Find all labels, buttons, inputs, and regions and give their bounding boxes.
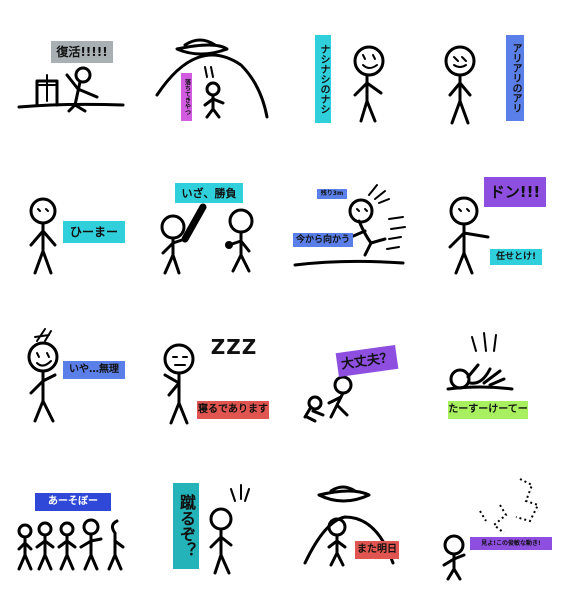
sticker-label: 今から向かう [293, 233, 353, 247]
sticker-label: いざ、勝負 [175, 183, 243, 203]
sticker-label: 蹴るぞ？ [173, 483, 199, 569]
helping-figures-icon [303, 375, 353, 423]
ufo-farewell-icon [303, 485, 395, 567]
sticker-shobu[interactable]: いざ、勝負 [145, 155, 285, 305]
sticker-nashi[interactable]: ナシナシのナシ [285, 5, 425, 155]
refuse-figure-icon [27, 328, 59, 423]
ufo-figure-icon [155, 38, 269, 119]
snooze-text: ZZZ [210, 335, 258, 359]
confident-figure-icon [448, 196, 490, 275]
sticker-label: いや…無理 [63, 361, 125, 379]
sticker-muri[interactable]: いや…無理 [5, 305, 145, 455]
sticker-tasukete[interactable]: たーすーけーてー [420, 305, 560, 455]
duel-figures-icon [160, 203, 254, 275]
sticker-hima[interactable]: ひーまー [5, 155, 145, 305]
sticker-ari[interactable]: アリアリのアリ [420, 5, 560, 155]
sticker-label: 復活!!!!! [51, 41, 113, 63]
sticker-asobo[interactable]: あーそぼー [5, 455, 145, 605]
sticker-neru[interactable]: ZZZ 寝るであります [145, 305, 285, 455]
sticker-daijobu[interactable]: 大丈夫？ [285, 305, 425, 455]
sticker-label: アリアリのアリ [506, 35, 524, 121]
collapsed-figure-icon [446, 332, 514, 391]
sleepy-figure-icon [163, 343, 195, 425]
nashi-figure-icon [353, 45, 385, 123]
sticker-label: 見よ!この俊敏な動き! [470, 537, 552, 550]
sticker-mukau[interactable]: 残り3m 今から向かう [285, 155, 425, 305]
sticker-label: ナシナシのナシ [315, 35, 331, 123]
sticker-keruzo[interactable]: 蹴るぞ？ [145, 455, 285, 605]
sticker-label: ドン!!! [484, 177, 546, 207]
sticker-don[interactable]: ドン!!! 任せとけ! [420, 155, 560, 305]
sticker-label-small: 残り3m [317, 189, 347, 199]
sticker-label-sub: 任せとけ! [490, 249, 542, 265]
sticker-label: あーそぼー [35, 493, 111, 511]
sticker-label: 落ちてきやつ [181, 73, 192, 121]
sticker-label: たーすーけーてー [448, 401, 528, 419]
sticker-label: また明日 [355, 541, 399, 559]
sticker-shunbin[interactable]: 見よ!この俊敏な動き! [420, 455, 560, 605]
kick-figure-icon [209, 484, 250, 575]
sticker-mataashita[interactable]: また明日 [285, 455, 425, 605]
agile-figure-icon [442, 478, 540, 581]
revival-figure-icon [17, 66, 125, 113]
group-figures-icon [17, 518, 125, 571]
sticker-falling[interactable]: 落ちてきやつ [145, 5, 285, 155]
bored-figure-icon [29, 197, 57, 275]
sticker-revival[interactable]: 復活!!!!! [5, 5, 145, 155]
sticker-label: 寝るであります [197, 401, 269, 419]
running-figure-icon [293, 184, 406, 267]
sticker-label: ひーまー [63, 221, 125, 243]
ari-figure-icon [444, 45, 476, 125]
